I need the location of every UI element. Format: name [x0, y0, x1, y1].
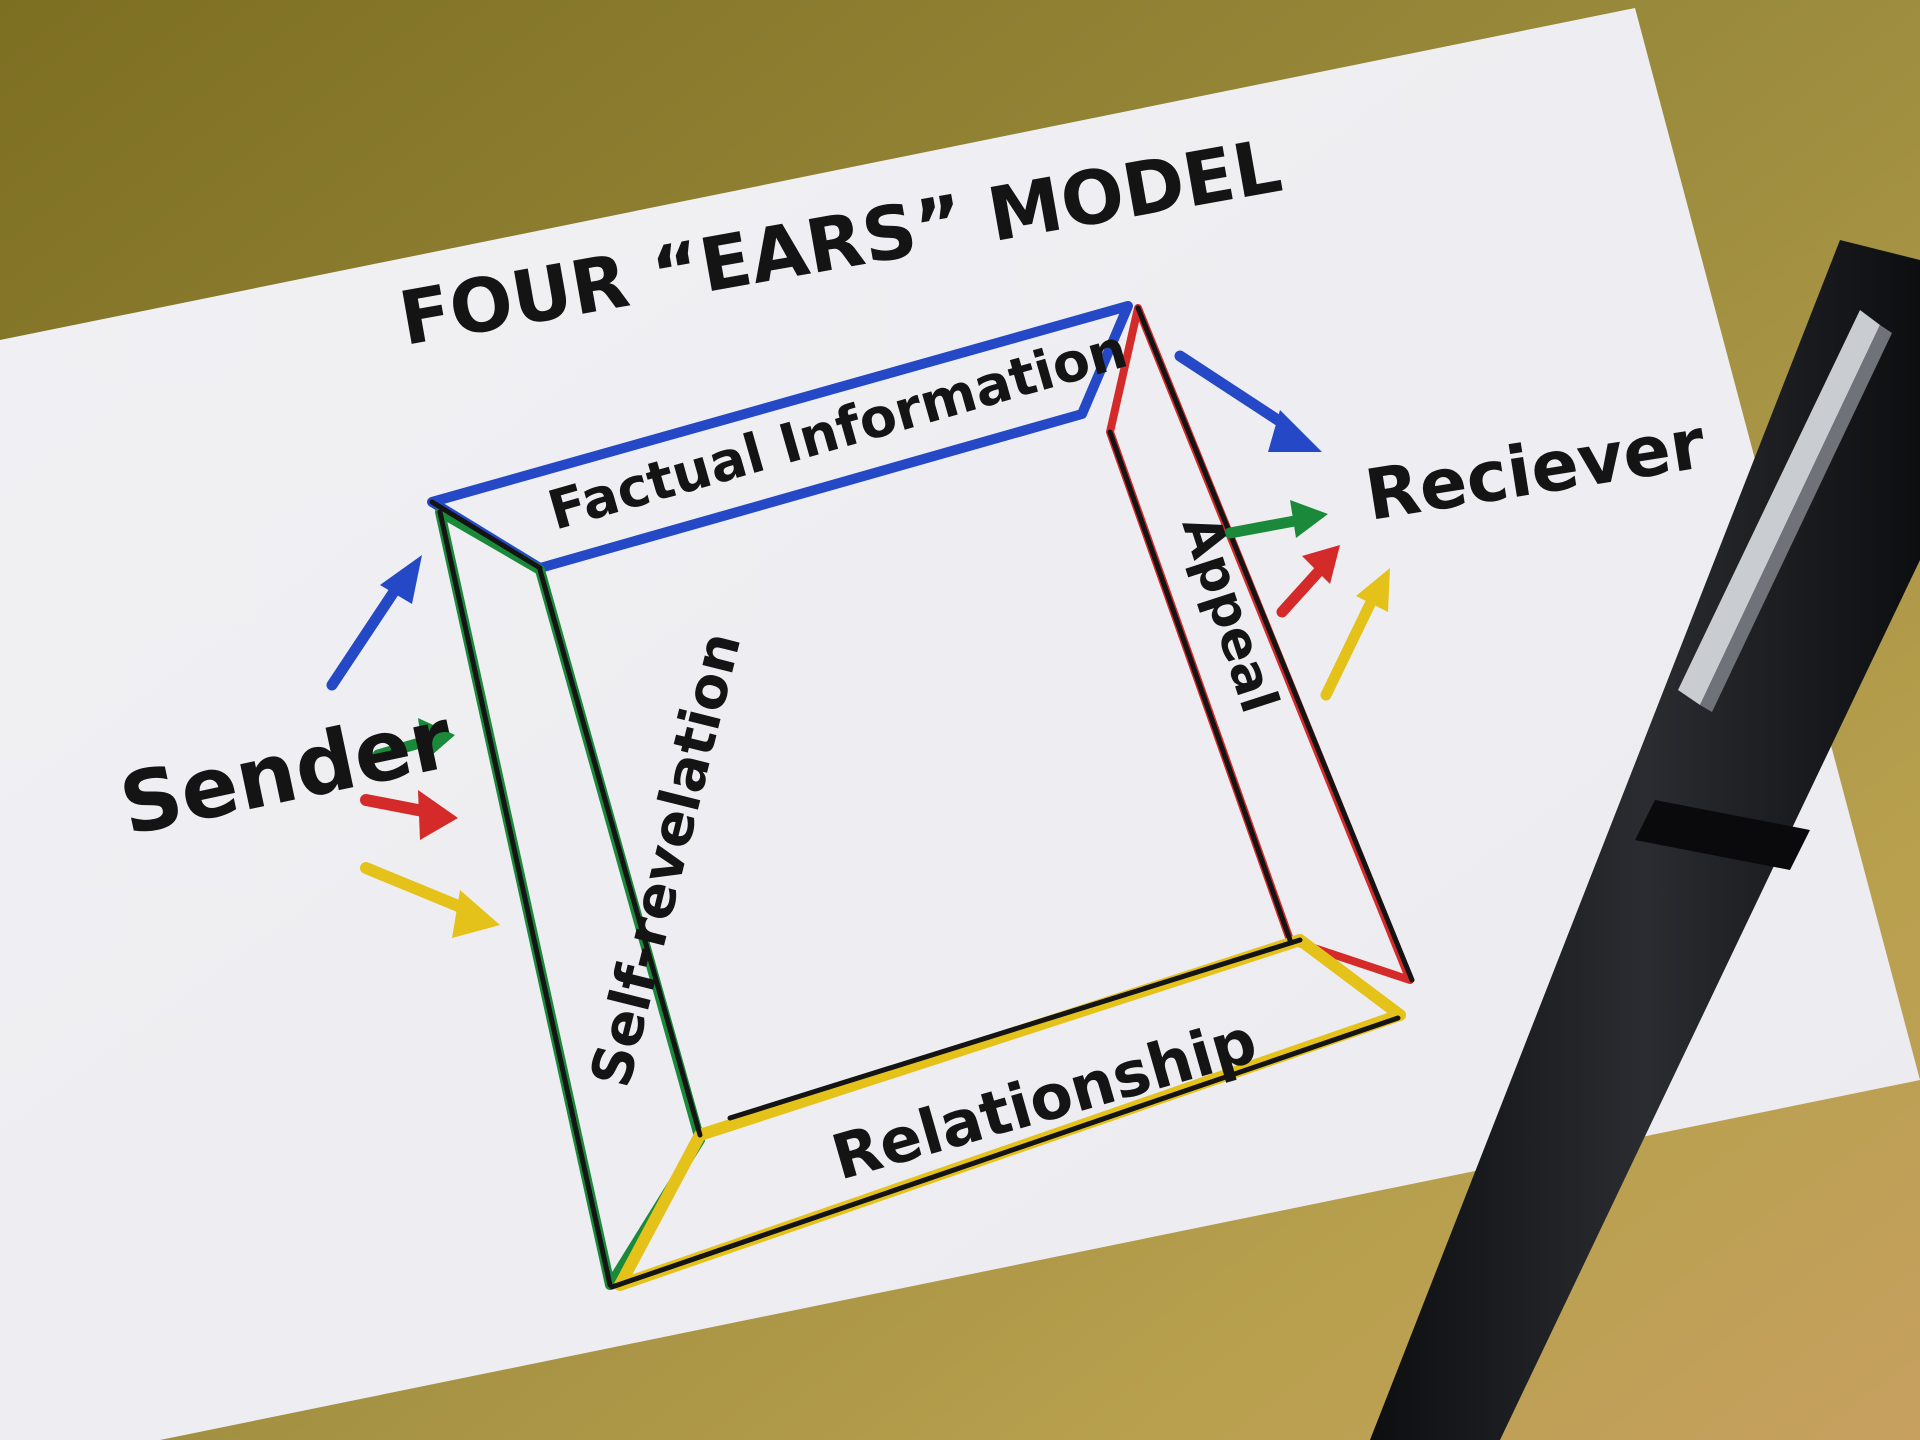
photo-scene: FOUR “EARS” MODEL Sender Reciever Factua…: [0, 0, 1920, 1440]
